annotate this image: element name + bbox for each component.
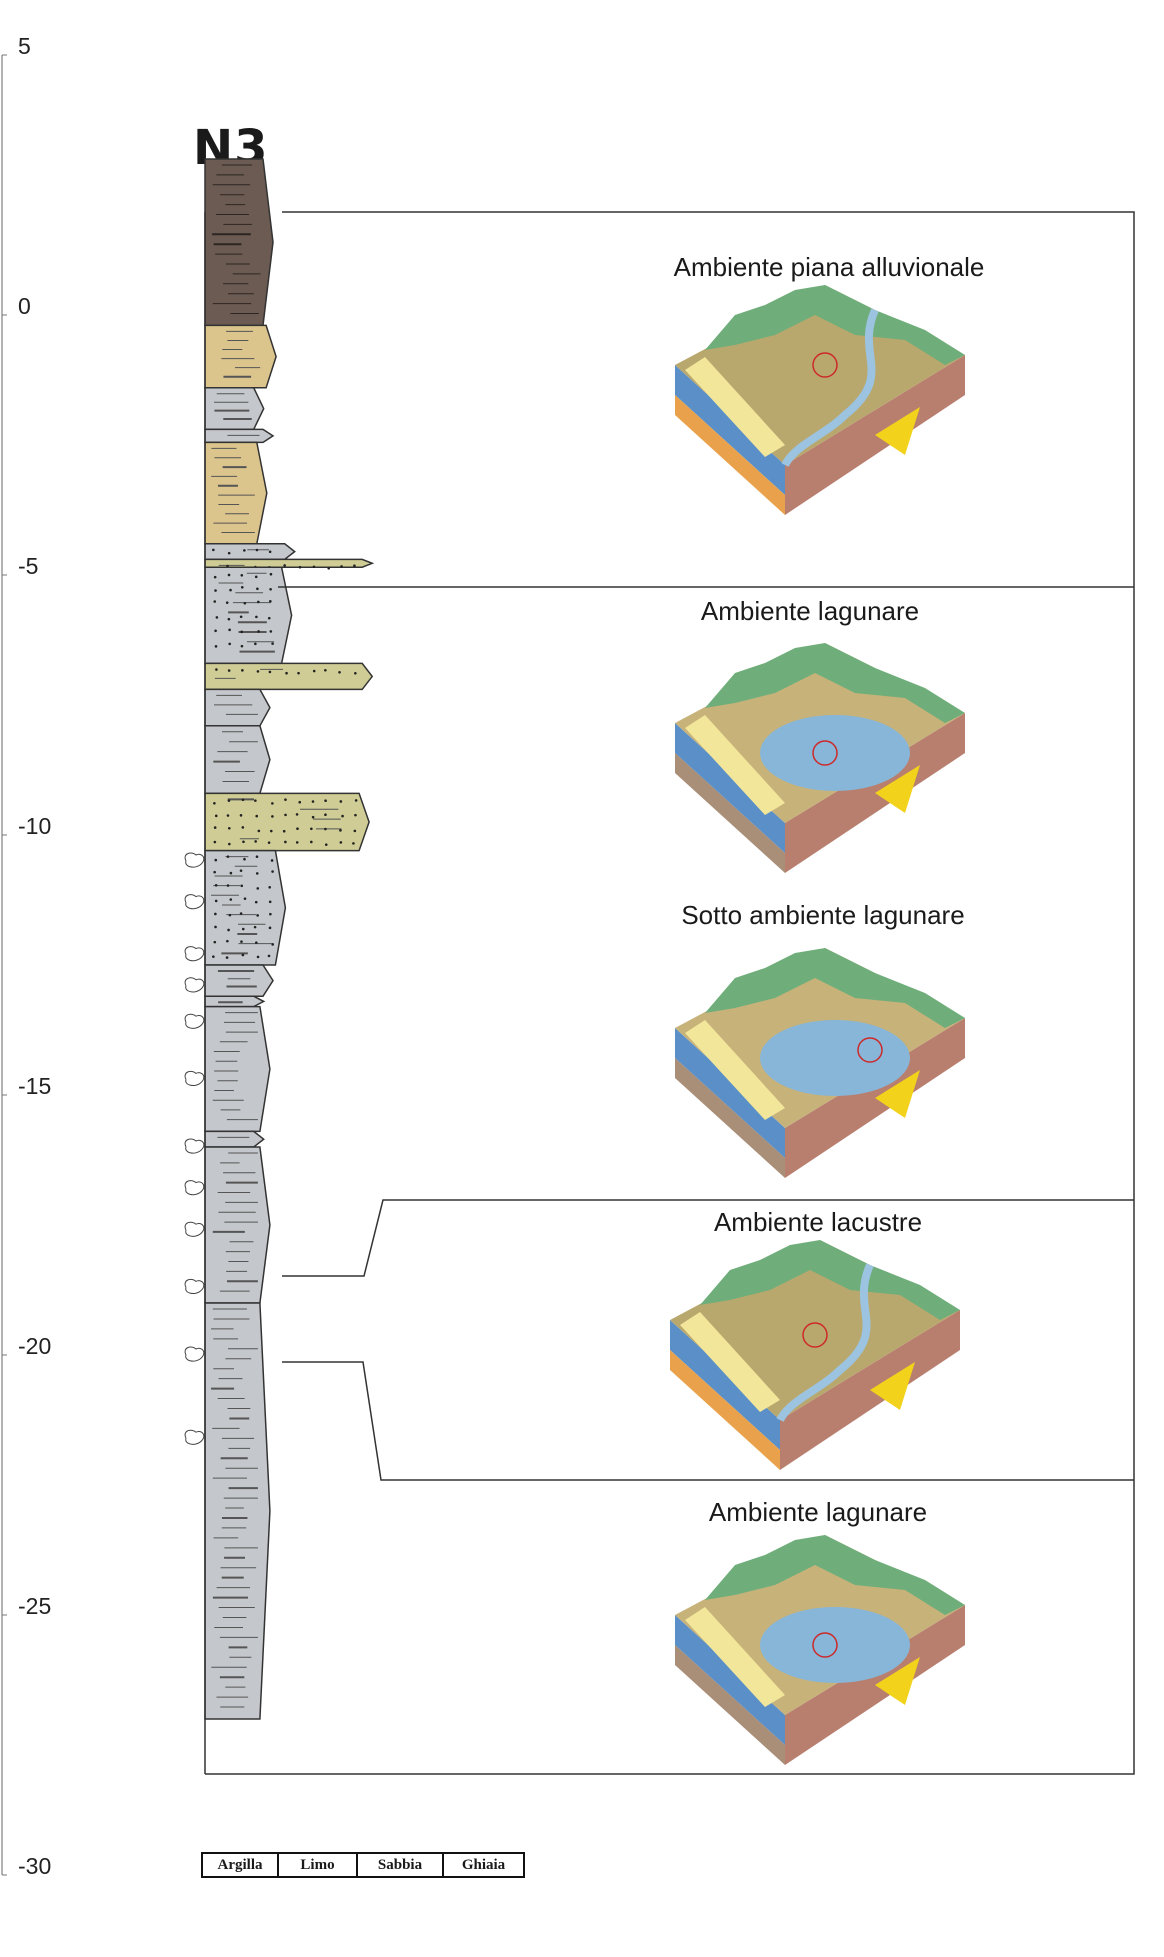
lithology-layer xyxy=(204,1130,265,1148)
legend-limo: Limo xyxy=(279,1854,358,1876)
lithology-layer xyxy=(204,662,374,691)
frame-bottom-right xyxy=(205,1200,1135,1775)
env-label-lagoon-1: Ambiente lagunare xyxy=(700,596,920,626)
grain-size-legend: Argilla Limo Sabbia Ghiaia xyxy=(201,1852,525,1878)
lithology-column xyxy=(204,158,375,1720)
highlight-circle xyxy=(812,740,838,766)
block-diagram-lagoon-bayhead xyxy=(675,948,965,1178)
lagoon-water xyxy=(760,1020,910,1096)
frame-top-right xyxy=(282,211,1135,1200)
environment-frames xyxy=(204,211,1135,1775)
fossil-shell-icon xyxy=(184,1346,205,1362)
env-label-lacustrine: Ambiente lacustre xyxy=(713,1207,923,1237)
depth-tick-label: -10 xyxy=(18,813,52,839)
depth-tick-label: 0 xyxy=(18,293,31,319)
fossil-shell-icon xyxy=(184,1180,205,1196)
fossil-shell-icon xyxy=(184,977,205,993)
depth-tick-label: -20 xyxy=(18,1333,52,1359)
lithology-layer xyxy=(204,849,287,966)
fossil-shell-icon xyxy=(184,1070,205,1086)
depth-tick-label: -25 xyxy=(18,1593,52,1619)
lithology-layer xyxy=(204,1146,271,1304)
block-diagram-lagoon xyxy=(675,643,965,873)
fossil-shell-icon xyxy=(184,1013,205,1029)
fossil-shell-icon xyxy=(184,1429,205,1445)
highlight-circle xyxy=(857,1037,883,1063)
connector-lacustrine-bottom xyxy=(282,1361,1134,1481)
lithology-layer xyxy=(204,688,271,727)
lithology-layer xyxy=(204,1005,271,1133)
fossil-markers xyxy=(184,852,205,1445)
fossil-shell-icon xyxy=(184,1138,205,1154)
lithology-layer xyxy=(204,543,296,561)
block-diagrams xyxy=(670,285,965,1765)
lithology-layer xyxy=(204,387,265,431)
env-label-sub-lagoon: Sotto ambiente lagunare xyxy=(681,900,965,930)
lithology-layer xyxy=(204,995,266,1008)
lithology-layer xyxy=(204,964,274,997)
env-label-lagoon-2: Ambiente lagunare xyxy=(708,1497,928,1527)
lagoon-water xyxy=(760,1607,910,1683)
highlight-circle xyxy=(812,1632,838,1658)
connector-lacustrine-top xyxy=(282,1199,1134,1277)
lithology-layer xyxy=(204,441,268,545)
fossil-shell-icon xyxy=(184,1278,205,1294)
lithology-layer xyxy=(204,158,274,327)
depth-tick-label: -15 xyxy=(18,1073,52,1099)
depth-tick-label: -5 xyxy=(18,553,39,579)
env-label-alluvial: Ambiente piana alluvionale xyxy=(673,252,985,282)
lithology-layer xyxy=(204,725,271,795)
fossil-shell-icon xyxy=(184,1221,205,1237)
legend-ghiaia: Ghiaia xyxy=(461,1857,506,1873)
legend-sabbia: Sabbia xyxy=(358,1854,444,1876)
depth-tick-label: 5 xyxy=(18,33,31,59)
block-diagram-alluvial-plain xyxy=(675,285,965,515)
depth-tick-label: -30 xyxy=(18,1853,52,1879)
lithology-layer xyxy=(204,324,277,389)
lithology-layer xyxy=(204,1302,271,1720)
fossil-shell-icon xyxy=(184,852,205,868)
lagoon-water xyxy=(760,715,910,791)
lithology-layer xyxy=(204,566,293,665)
lithology-layer xyxy=(204,428,275,444)
block-diagram-lacustrine xyxy=(670,1240,960,1470)
legend-argilla: Argilla xyxy=(203,1854,279,1876)
lithology-layer xyxy=(204,792,370,852)
highlight-circle xyxy=(812,352,838,378)
fossil-shell-icon xyxy=(184,894,205,910)
depth-axis xyxy=(1,54,7,1876)
fossil-shell-icon xyxy=(184,946,205,962)
highlight-circle xyxy=(802,1322,828,1348)
block-diagram-lagoon xyxy=(675,1535,965,1765)
